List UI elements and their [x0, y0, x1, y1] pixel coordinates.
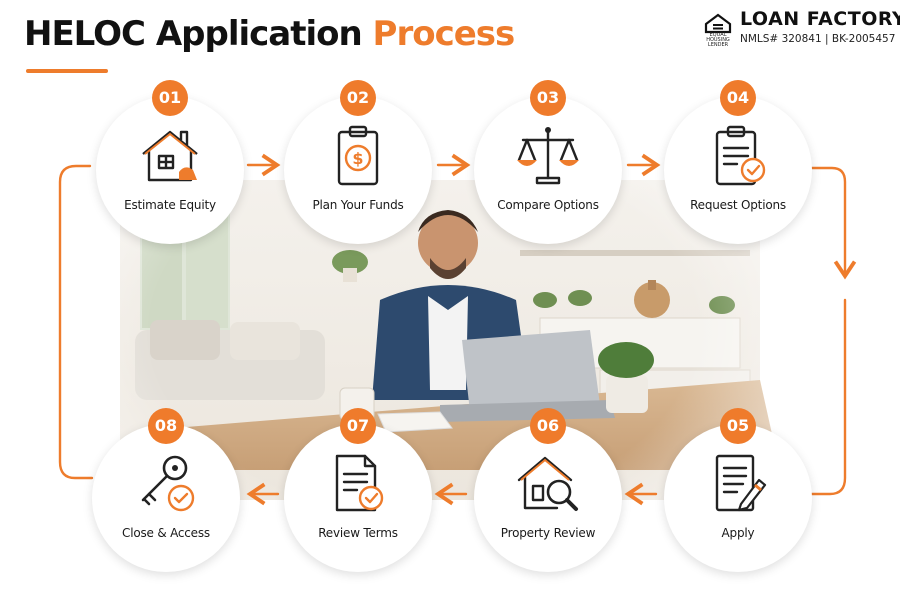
- step-06: 06 Property Review: [474, 408, 622, 572]
- page-title-main: HELOC Application: [24, 14, 363, 54]
- step-label: Compare Options: [497, 198, 599, 212]
- step-number: 08: [148, 408, 184, 444]
- house-magnifier-icon: [517, 456, 578, 511]
- step-label: Request Options: [690, 198, 786, 212]
- brand-licenses: NMLS# 320841 | BK-2005457: [740, 33, 896, 45]
- step-number: 02: [340, 80, 376, 116]
- key-check-icon: [141, 455, 195, 512]
- step-label: Estimate Equity: [124, 198, 216, 212]
- step-08: 08 Close & Access: [92, 408, 240, 572]
- equal-housing-icon: [704, 13, 732, 34]
- step-label: Close & Access: [122, 526, 210, 540]
- step-02: 02 $ Plan Your Funds: [284, 80, 432, 244]
- clipboard-dollar-icon: $: [337, 125, 379, 186]
- step-number: 01: [152, 80, 188, 116]
- step-label: Property Review: [500, 526, 596, 540]
- step-number: 06: [530, 408, 566, 444]
- title-underline: [26, 69, 108, 73]
- step-05: 05 Apply: [664, 408, 812, 572]
- document-pen-icon: [715, 454, 767, 512]
- step-03: 03 Compare Options: [474, 80, 622, 244]
- step-label: Plan Your Funds: [312, 198, 404, 212]
- document-check-icon: [335, 454, 384, 512]
- step-number: 05: [720, 408, 756, 444]
- brand-logo: LOAN FACTORY: [740, 8, 900, 30]
- scales-icon: [517, 127, 579, 185]
- step-label: Apply: [721, 526, 755, 540]
- step-label: Review Terms: [318, 526, 398, 540]
- page-title-accent: Process: [372, 14, 516, 54]
- step-07: 07 Review Terms: [284, 408, 432, 572]
- step-number: 07: [340, 408, 376, 444]
- step-04: 04 Request Options: [664, 80, 812, 244]
- page-title: HELOC Application Process: [24, 14, 516, 54]
- house-icon: [142, 130, 198, 182]
- svg-text:$: $: [352, 149, 363, 168]
- step-number: 03: [530, 80, 566, 116]
- clipboard-check-icon: [715, 125, 766, 186]
- step-number: 04: [720, 80, 756, 116]
- equal-housing-caption: EQUAL HOUSING LENDER: [706, 32, 730, 48]
- step-01: 01 Estimate Equity: [96, 80, 244, 244]
